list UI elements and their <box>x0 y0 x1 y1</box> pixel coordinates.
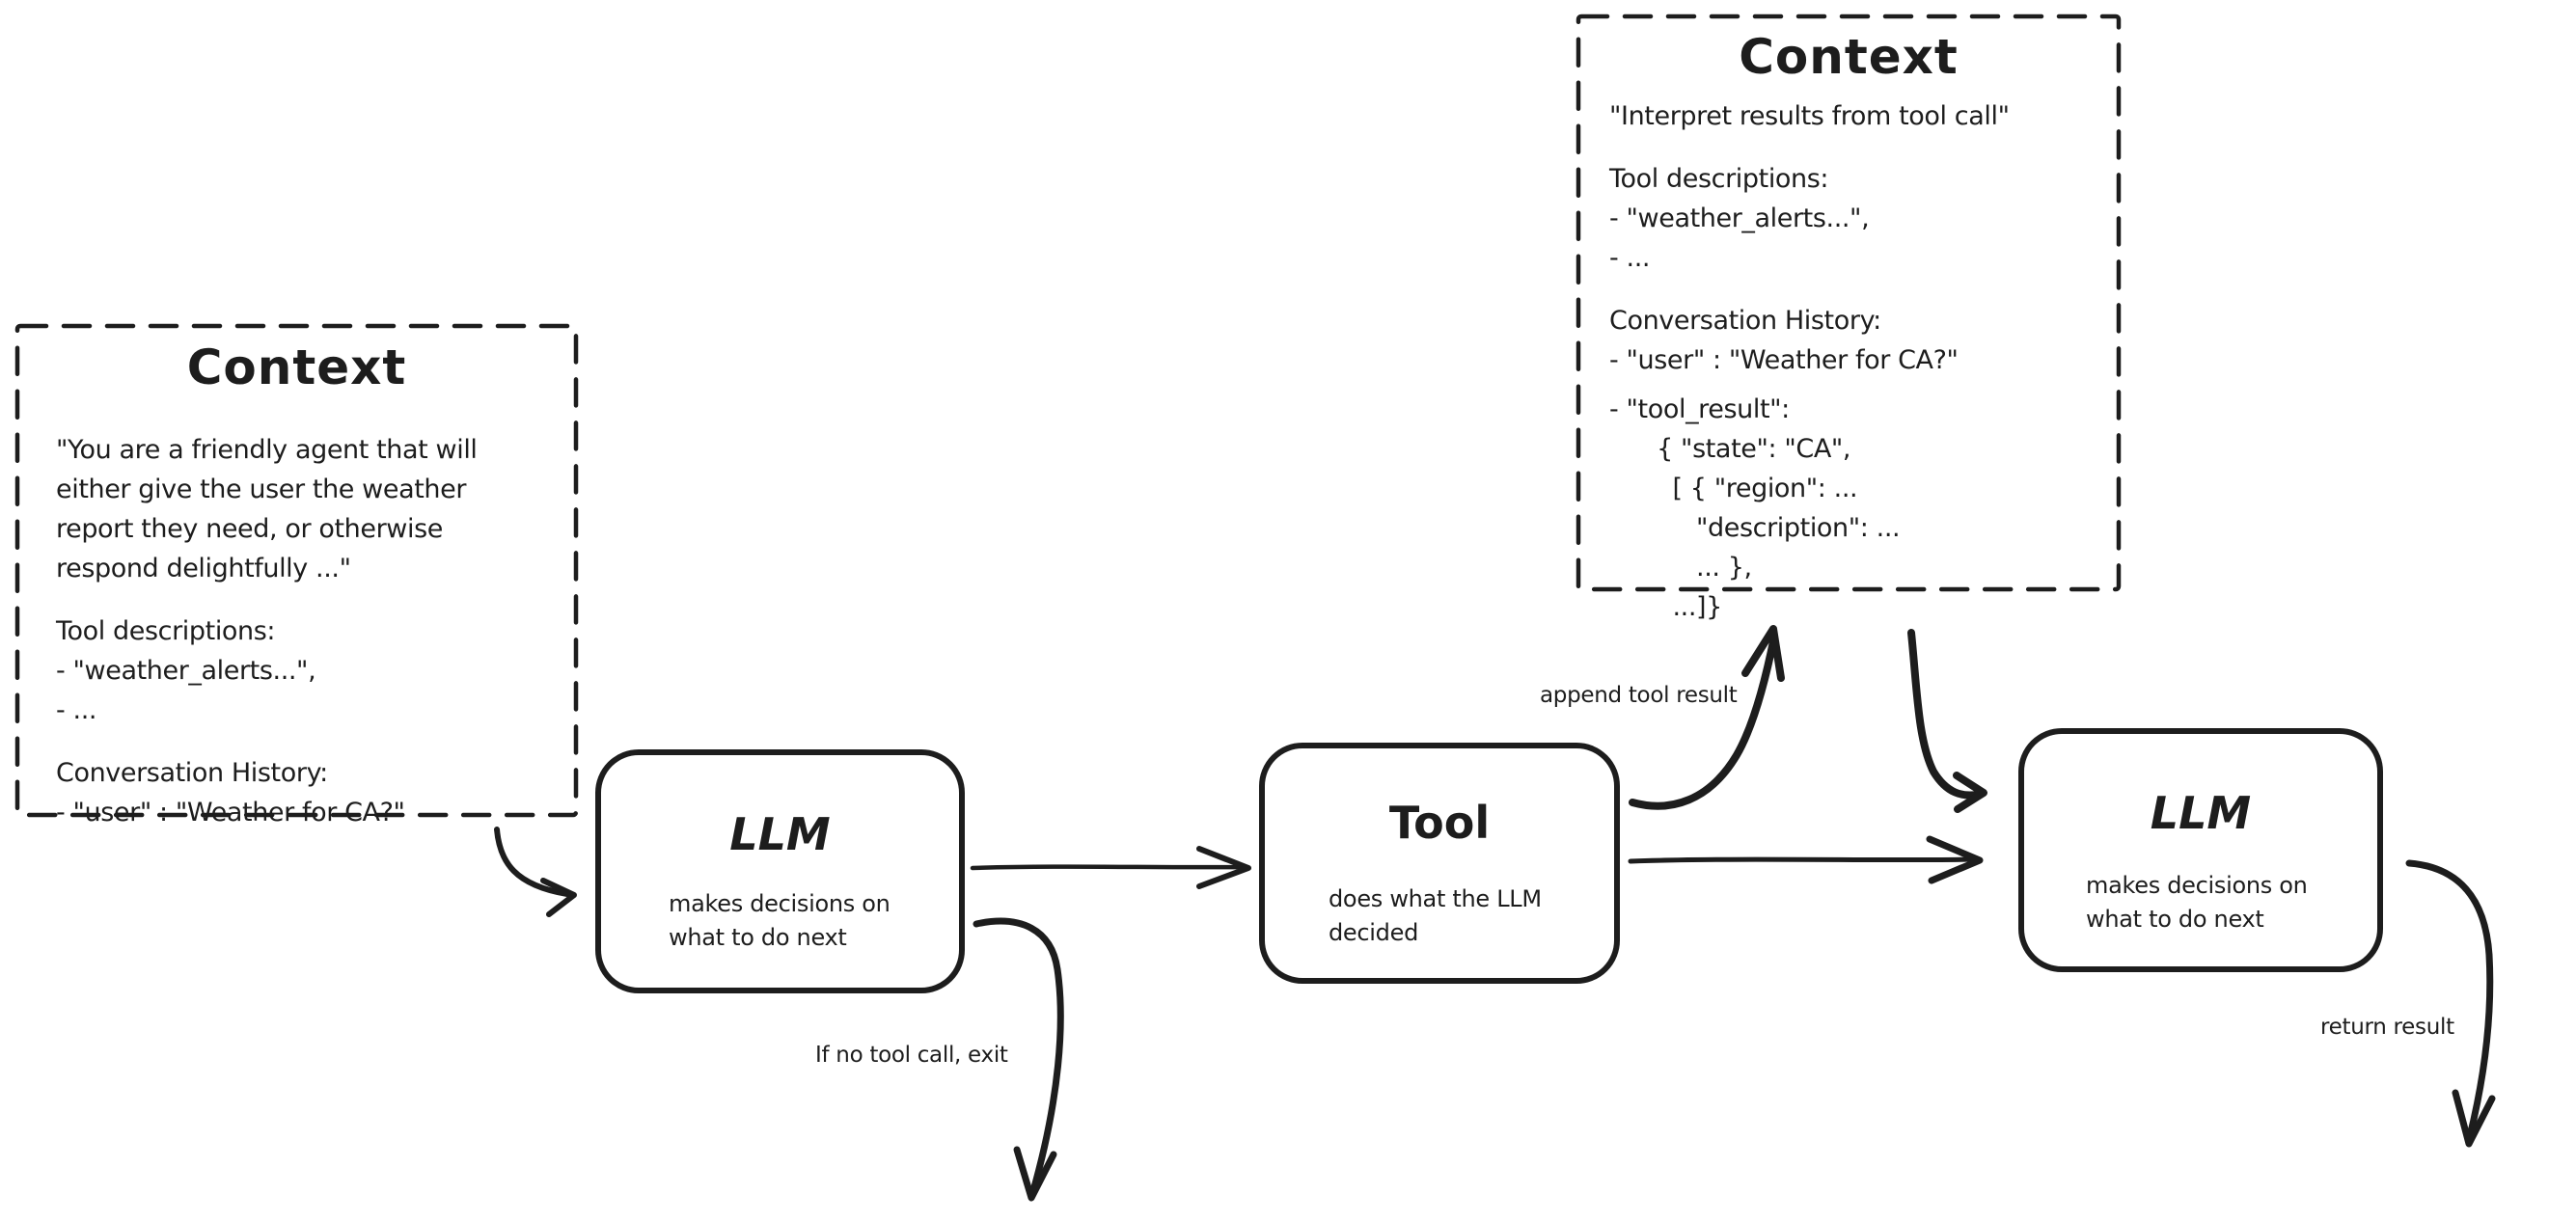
llm2-subtitle: makes decisions on what to do next <box>2086 872 2308 933</box>
context-top-tool-descriptions: Tool descriptions: - "weather_alerts..."… <box>1609 164 1870 273</box>
context-top-conversation-history: Conversation History: - "user" : "Weathe… <box>1609 306 1959 375</box>
context-top-system-prompt: "Interpret results from tool call" <box>1609 101 2010 131</box>
arrow-context-top-to-llm2 <box>1907 629 1981 800</box>
edge-label-return-result: return result <box>2320 1015 2454 1040</box>
edge-label-append-tool-result: append tool result <box>1540 683 1738 708</box>
context-top-body: "Interpret results from tool call" Tool … <box>1609 96 2101 650</box>
llm1-box-border <box>595 749 965 993</box>
context-left-tool-descriptions: Tool descriptions: - "weather_alerts..."… <box>56 616 316 725</box>
arrow-llm2-return <box>2405 859 2494 1144</box>
context-left-title: Context <box>186 339 407 395</box>
arrow-llm1-to-tool-head <box>1196 846 1251 889</box>
tool-subtitle: does what the LLM decided <box>1329 885 1542 946</box>
llm1-title: LLM <box>729 808 831 860</box>
context-top-box-border <box>1576 14 2122 592</box>
context-left-conversation-history: Conversation History: - "user" : "Weathe… <box>56 758 405 828</box>
arrow-context-top-to-llm2-head <box>1953 772 1987 813</box>
context-top-tool-result: - "tool_result": { "state": "CA", [ { "r… <box>1609 394 1901 622</box>
tool-title: Tool <box>1388 797 1491 849</box>
arrow-llm1-exit <box>973 917 1064 1198</box>
arrow-tool-to-context-top <box>1629 633 1778 810</box>
llm1-subtitle: makes decisions on what to do next <box>669 890 891 951</box>
tool-box-border <box>1259 743 1620 984</box>
arrow-llm2-return-head <box>2452 1089 2496 1148</box>
arrow-llm1-to-tool <box>970 864 1246 871</box>
arrow-context-left-to-llm1 <box>494 827 570 897</box>
llm2-box-border <box>2018 728 2383 972</box>
context-top-title: Context <box>1739 29 1959 85</box>
edge-label-if-no-tool-call-exit: If no tool call, exit <box>815 1043 1008 1068</box>
llm2-title: LLM <box>2150 787 2252 839</box>
context-left-body: "You are a friendly agent that will eith… <box>56 430 558 855</box>
arrow-context-left-to-llm1-head <box>540 878 577 917</box>
arrow-tool-to-llm2-head <box>1926 835 1984 884</box>
arrow-tool-to-llm2 <box>1628 856 1976 864</box>
arrow-llm1-exit-head <box>1013 1146 1057 1202</box>
context-left-system-prompt: "You are a friendly agent that will eith… <box>56 435 478 583</box>
context-left-box-border <box>14 323 579 818</box>
arrow-tool-to-context-top-head <box>1741 625 1785 682</box>
